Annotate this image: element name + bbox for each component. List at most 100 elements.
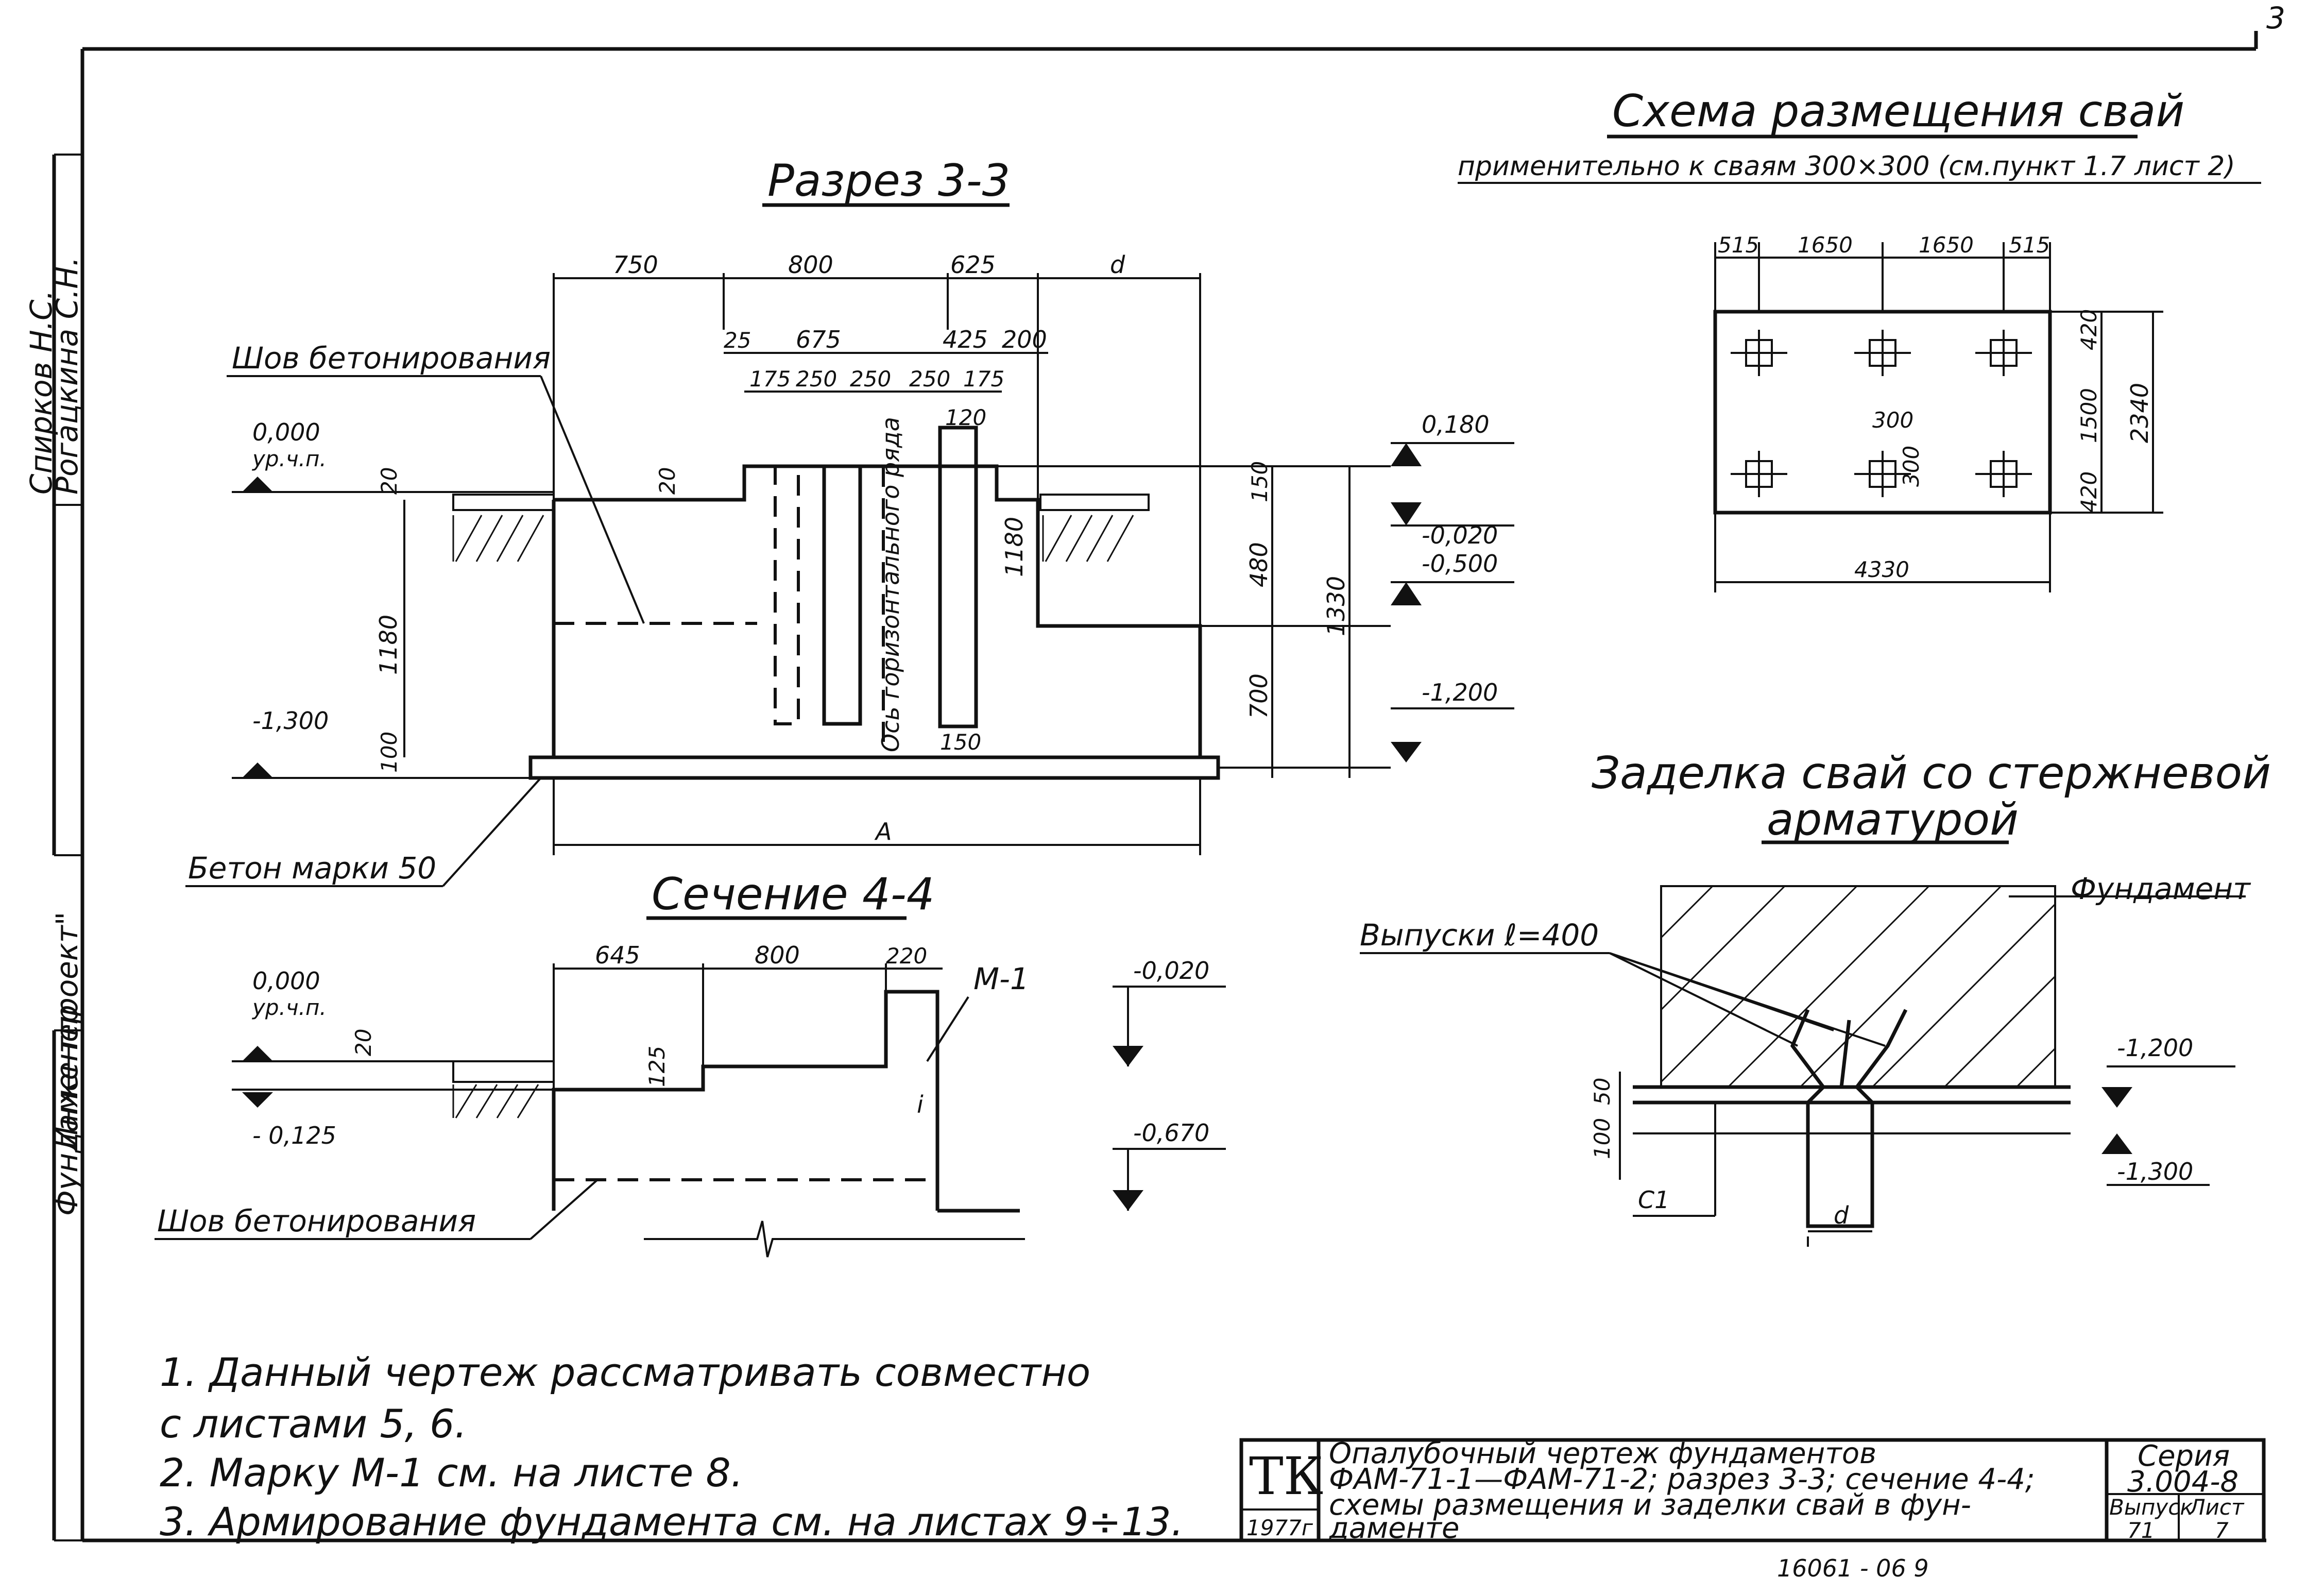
- level-000-sub: ур.ч.п.: [251, 446, 327, 471]
- strip-name-1: Спирков Н.С.: [24, 290, 59, 495]
- dim-second-2: 675: [796, 326, 841, 353]
- stamp-series-value: 3.004-8: [2127, 1465, 2238, 1499]
- label-outlets: Выпуски ℓ=400: [1360, 918, 1599, 953]
- note-2: 2. Марку М-1 см. на листе 8.: [160, 1450, 743, 1496]
- dim-150-right: 150: [1247, 461, 1272, 502]
- dim-44-125: 125: [644, 1046, 670, 1087]
- stamp-issue-label: Выпуск: [2109, 1495, 2193, 1520]
- pile-dim-top-4: 515: [2009, 232, 2050, 258]
- pile-embed: Заделка свай со стержневой арматурой d Ф…: [1360, 748, 2271, 1247]
- embed-dim-50: 50: [1590, 1078, 1615, 1105]
- dim-third-2: 250: [796, 366, 837, 392]
- note-1-cont: с листами 5, 6.: [160, 1401, 467, 1447]
- dim-second-1: 25: [724, 328, 751, 353]
- pile-embed-title-1: Заделка свай со стержневой: [1592, 748, 2271, 799]
- embed-d: d: [1834, 1201, 1849, 1229]
- pile-head: [1806, 1103, 1874, 1228]
- stamp-desc-3: схемы размещения и заделки свай в фун-: [1329, 1488, 1971, 1522]
- pile-dim-300b: 300: [1899, 446, 1924, 487]
- pile-dim-total-w: 4330: [1854, 557, 1909, 582]
- strip-role: Инженер: [49, 1005, 84, 1149]
- dim-third-5: 175: [963, 366, 1004, 392]
- dim-top-1: 750: [613, 251, 658, 279]
- pile-scheme-subtitle: применительно к сваям 300×300 (см.пункт …: [1458, 151, 2235, 182]
- level-000: 0,000: [252, 418, 320, 446]
- pile-dim-top-2: 1650: [1798, 232, 1853, 258]
- level-44-000-sub: ур.ч.п.: [251, 995, 327, 1020]
- dim-44-3: 220: [886, 943, 927, 969]
- level-44-m0670: -0,670: [1133, 1119, 1209, 1147]
- section-4-4-outline: [552, 990, 939, 1211]
- stamp-tk: ТК: [1249, 1446, 1323, 1506]
- stamp-desc-1: Опалубочный чертеж фундаментов: [1329, 1437, 1876, 1470]
- section-3-3-title: Разрез 3-3: [767, 155, 1010, 207]
- mark-i: i: [917, 1091, 924, 1118]
- dim-third-4: 250: [909, 366, 950, 392]
- stamp-sheet-label: Лист: [2188, 1495, 2245, 1520]
- dim-20-mid: 20: [655, 467, 680, 495]
- level-44-m0020: -0,020: [1133, 957, 1209, 985]
- pile-dim-total-h: 2340: [2126, 383, 2154, 443]
- dim-second-4: 200: [1002, 326, 1047, 353]
- label-seam: Шов бетонирования: [232, 341, 551, 376]
- embed-c1: С1: [1638, 1186, 1669, 1214]
- dim-44-20: 20: [351, 1029, 376, 1056]
- label-concrete: Бетон марки 50: [188, 851, 436, 886]
- ground-hatch-right: [1042, 515, 1134, 562]
- note-3: 3. Армирование фундамента см. на листах …: [160, 1499, 1184, 1545]
- embed-level-m1300: -1,300: [2117, 1158, 2193, 1185]
- dim-third-1: 175: [749, 366, 791, 392]
- dim-1180-left: 1180: [374, 615, 402, 675]
- stamp-series-label: Серия: [2138, 1439, 2230, 1473]
- label-44-seam: Шов бетонирования: [157, 1203, 476, 1239]
- stamp-desc-4: даменте: [1328, 1512, 1459, 1545]
- dim-700: 700: [1245, 673, 1273, 719]
- level-m0500: -0,500: [1422, 550, 1498, 578]
- foundation-block: [1660, 885, 2056, 1088]
- strip-org: Фундаментпроект": [49, 912, 84, 1216]
- pile-dim-top-1: 515: [1718, 232, 1759, 258]
- pile-dim-right-2: 1500: [2076, 388, 2101, 443]
- stamp-issue-value: 71: [2127, 1518, 2155, 1543]
- dim-100: 100: [377, 732, 402, 773]
- section-4-4: Сечение 4-4 645 800 220 20 125 0,000 ур.…: [155, 869, 1226, 1258]
- level-m0020: -0,020: [1422, 521, 1498, 549]
- embed-level-m1200: -1,200: [2117, 1034, 2193, 1062]
- section-3-3: Разрез 3-3 Ось гориз: [185, 155, 1514, 887]
- level-m1200: -1,200: [1422, 679, 1498, 706]
- dim-44-2: 800: [755, 941, 800, 969]
- pile-dim-right-3: 420: [2076, 471, 2101, 513]
- notes: 1. Данный чертеж рассматривать совместно…: [160, 1349, 1184, 1545]
- pile-embed-title-2: арматурой: [1767, 794, 2019, 845]
- dim-top-2: 800: [788, 251, 833, 279]
- section-4-4-title: Сечение 4-4: [652, 869, 935, 920]
- ground-hatch-left: [452, 515, 544, 562]
- dim-20-left: 20: [377, 467, 402, 495]
- pile-dim-top-3: 1650: [1919, 232, 1974, 258]
- note-1: 1. Данный чертеж рассматривать совместно: [160, 1349, 1090, 1395]
- dim-120: 120: [945, 405, 986, 430]
- mark-m1: М-1: [973, 961, 1029, 996]
- level-m1300: -1,300: [252, 707, 329, 735]
- stamp-desc-2: ФАМ-71-1—ФАМ-71-2; разрез 3-3; сечение 4…: [1329, 1463, 2035, 1496]
- dim-top-4: d: [1110, 251, 1125, 279]
- pile-scheme-title: Схема размещения свай: [1612, 86, 2184, 137]
- concrete-prep-layer: [528, 755, 1220, 780]
- dim-1180-right: 1180: [1000, 517, 1028, 577]
- strip-name-2: Рогацкина С.Н.: [49, 257, 84, 495]
- stamp-year: 1977г: [1246, 1515, 1313, 1540]
- dim-top-3: 625: [950, 251, 996, 279]
- label-foundation: Фундамент: [2071, 871, 2251, 906]
- embed-dim-100: 100: [1590, 1118, 1615, 1159]
- dim-A: A: [874, 818, 892, 845]
- dim-1330: 1330: [1322, 576, 1350, 636]
- footer-number: 16061 - 06 9: [1777, 1554, 1929, 1582]
- sheet-corner-number: 3: [2266, 1, 2285, 36]
- title-stamp: ТК 1977г Опалубочный чертеж фундаментов …: [1239, 1437, 2266, 1545]
- pile-dim-300a: 300: [1872, 408, 1913, 433]
- level-44-000: 0,000: [252, 967, 320, 995]
- pile-scheme: Схема размещения свай применительно к св…: [1458, 86, 2261, 592]
- dim-480: 480: [1245, 542, 1273, 587]
- level-44-m0125: - 0,125: [252, 1122, 336, 1149]
